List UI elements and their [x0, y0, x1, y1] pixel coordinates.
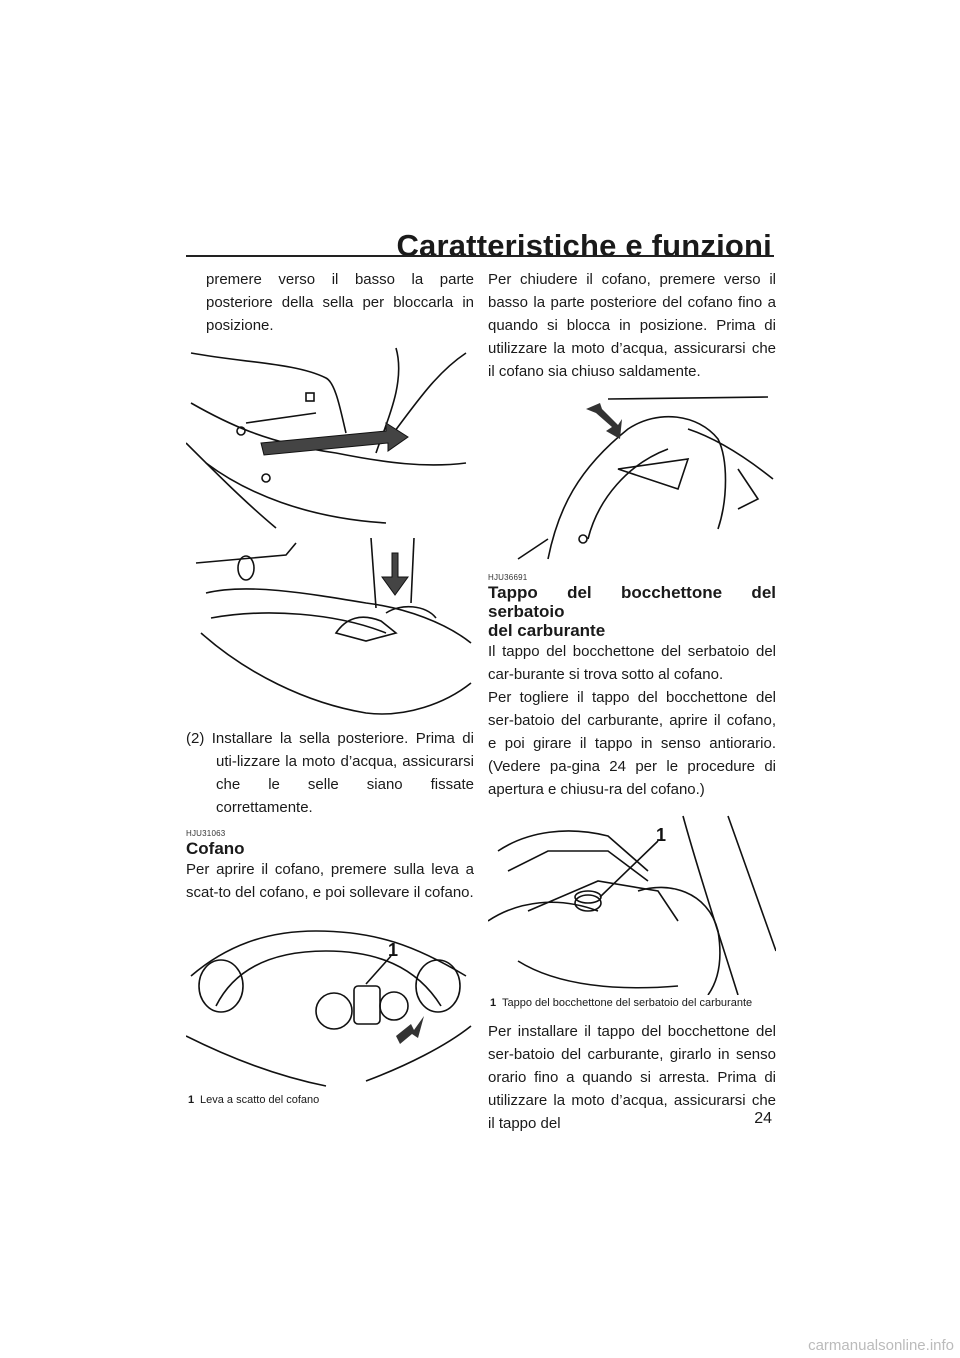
paragraph-fuel-remove: Per togliere il tappo del bocchettone de…	[488, 689, 776, 798]
figure-fuel-cap: 1	[488, 811, 776, 995]
section-title-fuel-line1: Tappo del bocchettone del serbatoio	[488, 583, 776, 621]
section-code-cofano: HJU31063	[186, 829, 226, 838]
figure-seat-slide	[186, 343, 474, 531]
caption-number: 1	[188, 1094, 195, 1106]
figure-caption-hood-latch: 1 Leva a scatto del cofano	[186, 1094, 474, 1107]
left-column: premere verso il basso la parte posterio…	[186, 268, 474, 1107]
paragraph-close-hood: Per chiudere il cofano, premere verso il…	[488, 271, 776, 380]
paragraph-fuel-location: Il tappo del bocchettone del serbatoio d…	[488, 643, 776, 683]
paragraph-cofano-open: Per aprire il cofano, premere sulla leva…	[186, 861, 474, 901]
figure-hood-close	[488, 389, 776, 569]
caption-text: Leva a scatto del cofano	[200, 1094, 320, 1106]
page-number: 24	[754, 1110, 772, 1127]
header-rule	[186, 255, 774, 257]
footer-watermark: carmanualsonline.info	[808, 1337, 954, 1354]
figure-callout-1: 1	[656, 825, 666, 845]
figure-seat-press	[186, 533, 474, 723]
paragraph-seat-lock: premere verso il basso la parte posterio…	[206, 271, 474, 334]
figure-caption-fuel-cap: 1 Tappo del bocchettone del serbatoio de…	[488, 997, 776, 1010]
page-header-title: Caratteristiche e funzioni	[396, 228, 772, 263]
section-title-cofano: Cofano	[186, 839, 245, 858]
paragraph-step-2: (2) Installare la sella posteriore. Prim…	[186, 730, 474, 816]
section-title-fuel-line2: del carburante	[488, 621, 606, 640]
caption-number: 1	[490, 997, 497, 1009]
paragraph-fuel-install: Per installare il tappo del bocchettone …	[488, 1023, 776, 1132]
figure-callout-1: 1	[388, 940, 398, 960]
section-code-fuel: HJU36691	[488, 573, 528, 582]
caption-text: Tappo del bocchettone del serbatoio del …	[502, 997, 753, 1009]
right-column: Per chiudere il cofano, premere verso il…	[488, 268, 776, 1135]
figure-hood-latch: 1	[186, 916, 474, 1092]
